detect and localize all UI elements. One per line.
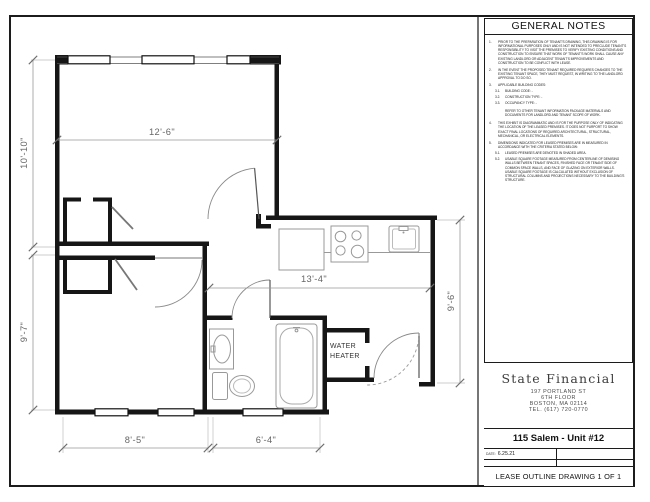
dimension-ticks <box>28 55 465 453</box>
project-title: 115 Salem - Unit #12 <box>484 428 633 448</box>
date-value: 6.25.21 <box>497 451 516 457</box>
kitchen <box>278 225 430 271</box>
closet-door-leaf <box>114 258 138 291</box>
address-line: BOSTON, MA 02114 <box>529 400 588 407</box>
note-subitem: 3.1.BUILDING CODE: - <box>495 89 533 94</box>
note-subitem: 3.2.CONSTRUCTION TYPE: - <box>495 95 543 100</box>
window <box>141 55 195 65</box>
address-line: 197 PORTLAND ST <box>530 389 587 395</box>
window <box>157 408 195 417</box>
burner <box>335 245 346 256</box>
burner <box>351 230 362 241</box>
general-notes-title: GENERAL NOTES <box>485 19 632 35</box>
refrigerator <box>278 228 325 271</box>
walls <box>55 55 437 415</box>
bathtub <box>275 323 318 409</box>
address-line: TEL. (617) 720-0770 <box>528 406 589 413</box>
dimension-label-left-lower: 9'-7" <box>19 322 29 343</box>
date-label: DATE: <box>486 452 496 456</box>
bathroom-sink <box>209 328 234 370</box>
title-block: State Financial 197 PORTLAND ST 6TH FLOO… <box>484 362 633 486</box>
closet-door-leaf <box>111 206 134 230</box>
water-heater-label-line2: HEATER <box>330 353 360 360</box>
doors <box>111 167 420 386</box>
bathroom <box>209 323 318 409</box>
window <box>94 408 129 417</box>
faucet <box>398 226 409 231</box>
empty-cell <box>557 449 633 459</box>
door-swing-arc <box>154 259 203 308</box>
toilet <box>212 372 255 400</box>
note-item: 1.PRIOR TO THE PREPARATION OF TENANT'S D… <box>489 40 627 65</box>
note-item: 4.THIS EXHIBIT IS DIAGRAMMATIC AND IS FO… <box>489 121 623 138</box>
dimension-label-right: 9'-6" <box>446 291 456 312</box>
door-swing-arc <box>231 279 271 319</box>
note-item: 5.DIMENSIONS INDICATED FOR LEASED PREMIS… <box>489 140 608 149</box>
note-subitem: 3.3.OCCUPANCY TYPE: - <box>495 100 537 105</box>
general-notes-list: 1.PRIOR TO THE PREPARATION OF TENANT'S D… <box>485 35 632 182</box>
window <box>67 55 111 65</box>
top-wall-windows <box>57 55 279 65</box>
extension-lines <box>31 59 465 453</box>
burner <box>350 244 365 259</box>
note-item: 3.APPLICABLE BUILDING CODES: <box>489 82 547 87</box>
bottom-wall-windows <box>94 408 284 417</box>
water-heater-label: WATER HEATER <box>330 343 360 360</box>
empty-cell <box>484 460 557 466</box>
window <box>242 408 284 417</box>
dimension-label-mid: 13'-4" <box>301 274 327 284</box>
note-subitem: REFER TO OTHER TENANT INFORMATION PACKAG… <box>505 109 611 118</box>
dimension-label-bottom-mid: 6'-4" <box>256 435 277 445</box>
burner <box>334 230 347 243</box>
water-heater-label-line1: WATER <box>330 343 356 350</box>
stove <box>330 225 369 263</box>
dimension-label-bottom-left: 8'-5" <box>125 435 146 445</box>
company-block: State Financial 197 PORTLAND ST 6TH FLOO… <box>484 363 633 428</box>
sheet-border <box>9 15 635 487</box>
dimensions: 12'-6" 10'-10" 9'-7" 13'-4" 9'-6" 8'-5" … <box>19 55 465 453</box>
note-subitem: 5.1.LEASED PREMISES ARE DENOTED IN SHADE… <box>495 151 587 156</box>
date-row: DATE: 6.25.21 <box>484 448 633 459</box>
dimension-label-top: 12'-6" <box>149 127 175 137</box>
empty-row <box>484 459 633 466</box>
door-swing-arc <box>207 167 255 220</box>
door-leaf <box>254 168 260 220</box>
company-name: State Financial <box>501 371 616 386</box>
dimension-label-left-upper: 10'-10" <box>19 137 29 169</box>
address-line: 6TH FLOOR <box>541 394 576 401</box>
sheet-title: LEASE OUTLINE DRAWING 1 OF 1 <box>484 466 633 487</box>
kitchen-sink <box>388 225 420 253</box>
note-item: 2.IN THE EVENT THE PROPOSED TENANT REQUI… <box>489 67 623 80</box>
company-address: 197 PORTLAND ST 6TH FLOOR BOSTON, MA 021… <box>484 389 633 414</box>
note-subitem: 5.2.USABLE SQUARE FOOTAGE MEASURED FROM … <box>495 157 625 182</box>
date-cell: DATE: 6.25.21 <box>484 449 557 459</box>
window <box>226 55 251 65</box>
closet-door-dashed-arc <box>366 332 420 386</box>
door-swing-arc <box>373 332 420 379</box>
